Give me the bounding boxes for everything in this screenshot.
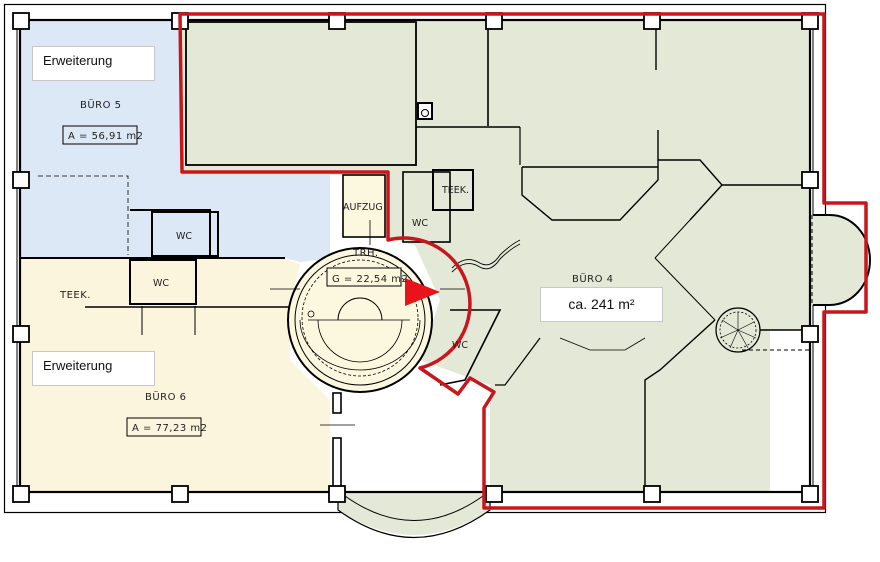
teek-center: TEEK. (441, 185, 469, 196)
room-buero4-fill (180, 20, 810, 492)
wc-left-upper: WC (176, 231, 192, 242)
buero5-annotation: Erweiterung (32, 46, 155, 81)
wc-right: WC (452, 340, 468, 351)
arrow-icon (405, 278, 440, 306)
buero5-name: BÜRO 5 (80, 98, 122, 111)
stairwell-area: G = 22,54 m2 (332, 274, 408, 285)
buero4-area: ca. 241 m² (540, 287, 663, 322)
columns (12, 12, 819, 503)
buero6-name: BÜRO 6 (145, 390, 187, 403)
elevator-name: AUFZUG (343, 202, 383, 213)
bay-bottom-fill (338, 492, 490, 535)
buero6-area: A = 77,23 m2 (132, 423, 208, 434)
elevator-fill (343, 175, 385, 237)
room-buero6-fill (20, 258, 330, 492)
buero6-annotation: Erweiterung (32, 351, 155, 386)
stairwell-name: TRH. (352, 248, 379, 259)
buero6-teek: TEEK. (59, 290, 91, 301)
buero5-area: A = 56,91 m2 (68, 131, 144, 142)
highlight-outline-buero4 (178, 12, 868, 510)
buero4-name: BÜRO 4 (572, 272, 614, 285)
wc-left-lower: WC (153, 278, 169, 289)
balcony-right-fill (810, 215, 868, 305)
meter-icon (417, 102, 433, 120)
wc-center: WC (412, 218, 428, 229)
